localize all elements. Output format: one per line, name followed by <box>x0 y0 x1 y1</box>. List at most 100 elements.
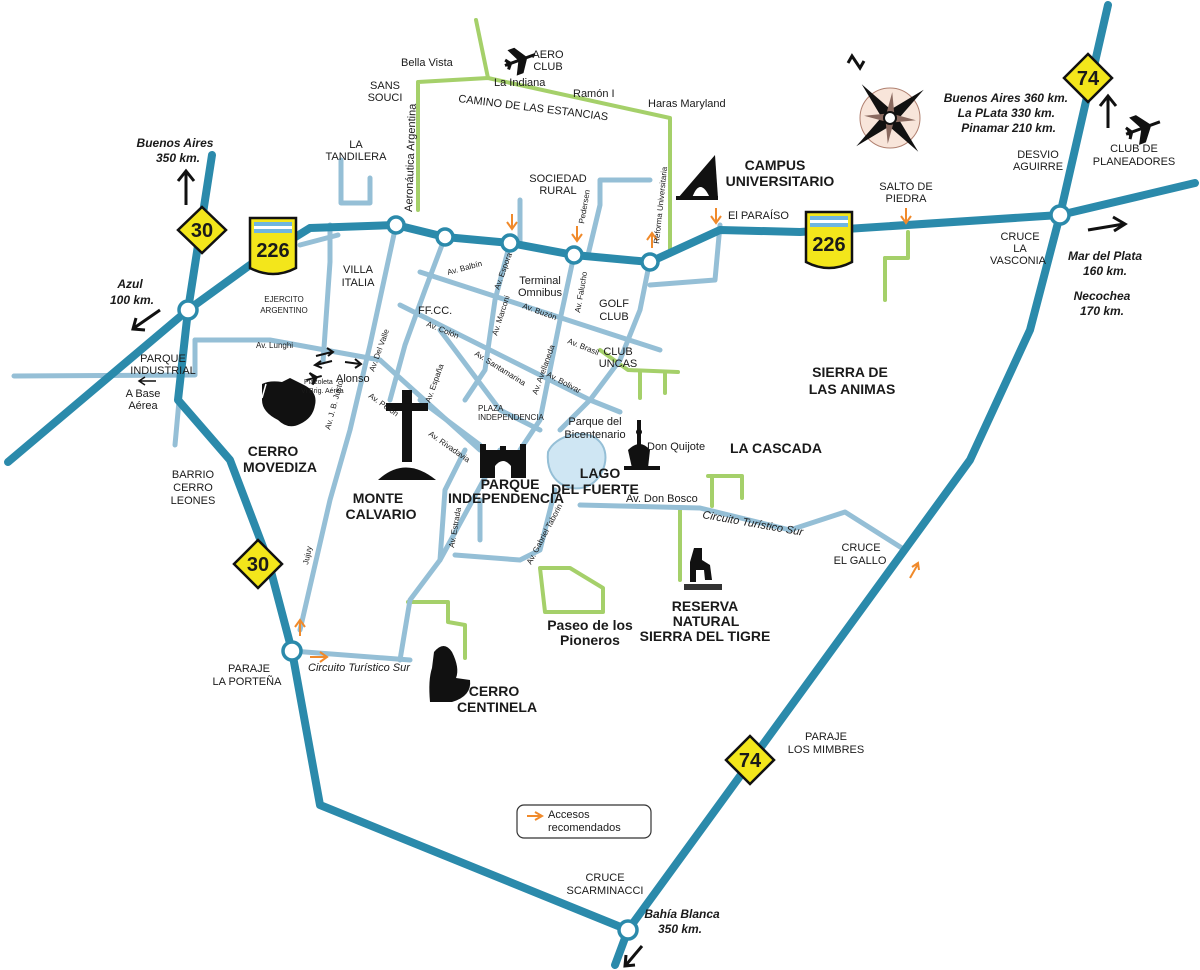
svg-text:PARQUE: PARQUE <box>140 353 186 365</box>
svg-text:SIERRA DEL TIGRE: SIERRA DEL TIGRE <box>640 628 771 644</box>
svg-text:INDUSTRIAL: INDUSTRIAL <box>130 365 195 377</box>
svg-text:Av. J. B. Justo: Av. J. B. Justo <box>323 379 345 431</box>
map-legend: Accesos recomendados <box>516 804 652 839</box>
svg-text:CRUCE: CRUCE <box>585 872 624 884</box>
airplane-icon <box>504 47 536 76</box>
svg-text:INDEPENDENCIA: INDEPENDENCIA <box>478 413 544 422</box>
svg-text:Circuito Turístico Sur: Circuito Turístico Sur <box>701 509 805 539</box>
svg-text:PLANEADORES: PLANEADORES <box>1093 156 1176 168</box>
orange-arrow-icon <box>571 226 583 243</box>
svg-text:FF.CC.: FF.CC. <box>418 305 452 317</box>
svg-text:Azul: Azul <box>116 277 143 291</box>
svg-text:SIERRA DE: SIERRA DE <box>812 364 888 380</box>
svg-text:Av. Balbín: Av. Balbín <box>446 259 483 277</box>
svg-text:AGUIRRE: AGUIRRE <box>1013 161 1063 173</box>
svg-text:Bicentenario: Bicentenario <box>564 429 625 441</box>
svg-text:350 km.: 350 km. <box>658 922 702 936</box>
svg-text:LAS ANIMAS: LAS ANIMAS <box>809 381 896 397</box>
cerro-centinela-rock-icon <box>429 646 471 702</box>
svg-text:SOUCI: SOUCI <box>368 92 403 104</box>
svg-text:30: 30 <box>191 220 213 242</box>
svg-text:MONTE: MONTE <box>353 490 404 506</box>
svg-text:VASCONIA: VASCONIA <box>990 255 1047 267</box>
junctions <box>177 204 1071 941</box>
svg-text:Pioneros: Pioneros <box>560 632 620 648</box>
svg-text:EL GALLO: EL GALLO <box>834 555 887 567</box>
svg-text:Pinamar 210 km.: Pinamar 210 km. <box>961 121 1056 135</box>
svg-text:CAMPUS: CAMPUS <box>745 157 806 173</box>
svg-text:La Indiana: La Indiana <box>494 77 546 89</box>
destination-labels: Buenos Aires 350 km. Azul 100 km. Buenos… <box>110 91 1142 936</box>
campus-building-icon <box>676 155 718 200</box>
parque-independencia-arch-icon <box>480 444 526 478</box>
svg-text:CERRO: CERRO <box>173 482 213 494</box>
svg-text:Av. España: Av. España <box>423 362 445 403</box>
svg-text:170 km.: 170 km. <box>1080 304 1124 318</box>
cerro-movediza-rock-icon <box>261 378 316 427</box>
svg-text:30: 30 <box>247 554 269 576</box>
svg-text:SANS: SANS <box>370 80 400 92</box>
svg-text:Circuito Turístico Sur: Circuito Turístico Sur <box>308 662 411 674</box>
legend-line-1: Accesos <box>548 809 590 821</box>
recommended-access-arrows <box>294 208 920 663</box>
svg-text:350 km.: 350 km. <box>156 151 200 165</box>
arrow-downleft-icon <box>131 308 161 332</box>
don-quijote-statue-icon <box>624 420 660 470</box>
svg-text:Aérea: Aérea <box>128 400 158 412</box>
svg-text:PARQUE: PARQUE <box>481 476 540 492</box>
orange-arrow-icon <box>310 651 329 663</box>
svg-text:BARRIO: BARRIO <box>172 469 215 481</box>
svg-text:Parque del: Parque del <box>568 416 621 428</box>
svg-text:Omnibus: Omnibus <box>518 287 563 299</box>
svg-text:Bahía Blanca: Bahía Blanca <box>644 907 720 921</box>
svg-text:CALVARIO: CALVARIO <box>345 506 416 522</box>
svg-text:Vi Brig. Aérea: Vi Brig. Aérea <box>301 388 344 395</box>
svg-text:LA: LA <box>349 139 363 151</box>
airplane-icon <box>1125 115 1161 145</box>
svg-text:Av. Estrada: Av. Estrada <box>447 506 463 548</box>
svg-text:Haras Maryland: Haras Maryland <box>648 98 726 110</box>
arrow-up-icon <box>176 168 196 205</box>
svg-text:Jujuy: Jujuy <box>301 545 314 565</box>
svg-text:DEL FUERTE: DEL FUERTE <box>551 481 639 497</box>
svg-text:74: 74 <box>1077 68 1100 90</box>
svg-text:Av. Don Bosco: Av. Don Bosco <box>626 493 698 505</box>
svg-text:226: 226 <box>256 240 289 262</box>
svg-text:CERRO: CERRO <box>248 443 299 459</box>
svg-text:LAGO: LAGO <box>580 465 621 481</box>
orange-arrow-icon <box>900 208 912 225</box>
orange-arrow-icon <box>506 214 518 231</box>
svg-text:PARAJE: PARAJE <box>805 731 847 743</box>
svg-text:Bella Vista: Bella Vista <box>401 57 454 69</box>
orange-arrow-icon <box>527 811 545 821</box>
svg-text:Alonso: Alonso <box>336 373 370 385</box>
svg-text:TANDILERA: TANDILERA <box>326 151 388 163</box>
svg-text:ARGENTINO: ARGENTINO <box>260 306 308 315</box>
svg-text:Av. Lunghi: Av. Lunghi <box>256 341 293 350</box>
svg-text:AERO: AERO <box>532 49 564 61</box>
svg-text:LEONES: LEONES <box>171 495 216 507</box>
legend-line-2: recomendados <box>548 822 621 834</box>
svg-text:RESERVA: RESERVA <box>672 598 738 614</box>
svg-text:226: 226 <box>812 234 845 256</box>
svg-text:EJERCITO: EJERCITO <box>264 295 303 304</box>
svg-text:NATURAL: NATURAL <box>673 613 740 629</box>
small-airplane-icon <box>306 372 322 386</box>
reserva-natural-llama-icon <box>684 548 722 590</box>
svg-text:Terminal: Terminal <box>519 275 561 287</box>
svg-text:LA: LA <box>1013 243 1027 255</box>
svg-text:PLAZA: PLAZA <box>478 404 504 413</box>
svg-text:Buenos Aires 360 km.: Buenos Aires 360 km. <box>944 91 1068 105</box>
svg-text:Reforma Universitaria: Reforma Universitaria <box>652 166 669 244</box>
svg-text:Av. Espora: Av. Espora <box>492 251 514 291</box>
route-74-shield-south: 74 <box>724 734 776 786</box>
svg-text:Paseo de los: Paseo de los <box>547 617 633 633</box>
svg-text:ITALIA: ITALIA <box>342 277 375 289</box>
svg-text:GOLF: GOLF <box>599 298 629 310</box>
route-30-shield-north: 30 <box>176 205 228 255</box>
svg-text:La PLata 330 km.: La PLata 330 km. <box>958 106 1055 120</box>
svg-text:CRUCE: CRUCE <box>1000 231 1039 243</box>
route-30-shield-south: 30 <box>232 538 284 590</box>
svg-text:Mar del Plata: Mar del Plata <box>1068 249 1142 263</box>
